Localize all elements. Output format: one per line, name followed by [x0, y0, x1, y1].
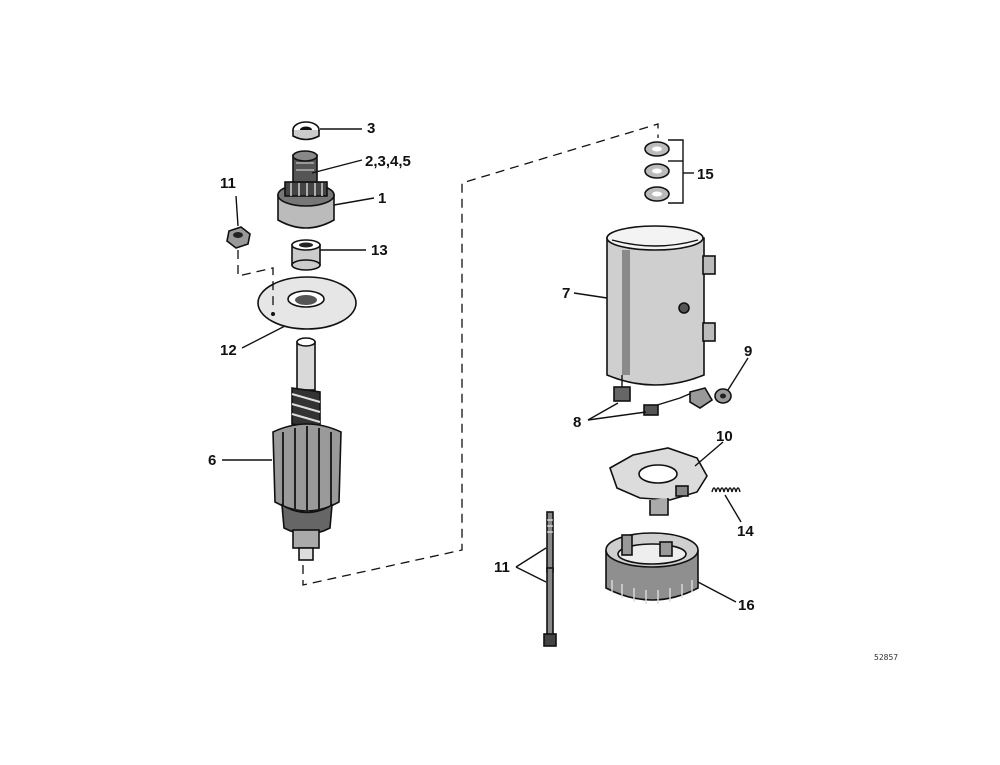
part-10-brush-plate	[609, 447, 708, 516]
part-14-springs	[711, 487, 741, 493]
part-8-terminal-lead	[613, 375, 714, 416]
drawing-number: 52857	[874, 653, 898, 662]
callout-1: 1	[378, 190, 386, 207]
callout-6: 6	[208, 452, 216, 469]
part-9-nut	[714, 388, 732, 404]
alignment-lines	[237, 123, 659, 586]
part-11-through-bolts	[543, 511, 557, 647]
part-13-bushing	[291, 239, 321, 271]
callout-16: 16	[738, 597, 755, 614]
callout-7: 7	[562, 285, 570, 302]
part-2345-drive-sleeve	[292, 150, 318, 184]
part-15-washers	[644, 141, 670, 202]
part-12-plate	[257, 276, 357, 330]
callout-13: 13	[371, 242, 388, 259]
part-16-end-cap	[605, 532, 699, 604]
callout-8: 8	[573, 414, 581, 431]
callout-11-bolts: 11	[494, 559, 510, 576]
callout-12: 12	[220, 342, 237, 359]
callout-3: 3	[367, 120, 375, 137]
callout-9: 9	[744, 343, 752, 360]
part-7-housing	[606, 225, 716, 386]
callout-14: 14	[737, 523, 754, 540]
callout-10: 10	[716, 428, 733, 445]
callout-15: 15	[697, 166, 714, 183]
callout-11-nut: 11	[220, 175, 236, 192]
part-6-armature	[272, 337, 342, 561]
part-1-drive-gear	[277, 181, 335, 229]
leader-lines	[222, 128, 749, 603]
part-3-nut	[292, 121, 320, 141]
part-11-nut-left	[226, 226, 251, 249]
callout-2-3-4-5: 2,3,4,5	[365, 153, 411, 170]
